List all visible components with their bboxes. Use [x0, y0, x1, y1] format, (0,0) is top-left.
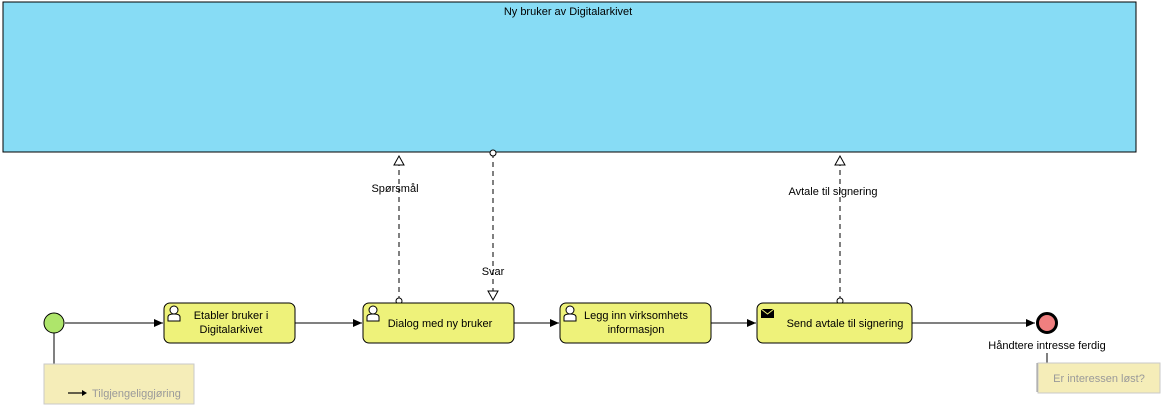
task-dialog-med-ny-bruker[interactable]: Dialog med ny bruker	[362, 302, 515, 344]
annotation-tilgjengeliggjoring[interactable]: Tilgjengeliggjøring	[43, 363, 195, 405]
message-label-avtale: Avtale til signering	[788, 186, 877, 198]
task-etabler-line1: Etabler bruker i	[194, 310, 269, 322]
annotation-er-interessen-lost[interactable]: Er interessen løst?	[1037, 362, 1161, 394]
task-legg-line2: informasjon	[608, 324, 665, 336]
arrow-right-icon	[68, 390, 87, 396]
task-etabler-line2: Digitalarkivet	[200, 324, 263, 336]
user-icon	[563, 305, 577, 322]
envelope-icon	[760, 308, 775, 318]
end-event[interactable]	[1036, 312, 1058, 334]
start-event[interactable]	[43, 312, 65, 334]
task-legg-line1: Legg inn virksomhets	[584, 310, 688, 322]
end-event-label: Håndtere intresse ferdig	[988, 340, 1105, 352]
annotation-start-text: Tilgjengeliggjøring	[92, 388, 181, 400]
task-send-label: Send avtale til signering	[787, 318, 904, 330]
pool-ny-bruker[interactable]: Ny bruker av Digitalarkivet	[2, 1, 1137, 153]
user-icon	[167, 305, 181, 322]
task-dialog-label: Dialog med ny bruker	[388, 318, 493, 330]
message-label-svar: Svar	[482, 266, 505, 278]
message-label-sporsmal: Spørsmål	[371, 183, 418, 195]
task-send-avtale[interactable]: Send avtale til signering	[756, 302, 913, 344]
user-icon	[366, 305, 380, 322]
annotation-end-text: Er interessen løst?	[1053, 373, 1145, 385]
pool-title: Ny bruker av Digitalarkivet	[504, 6, 632, 18]
task-legg-inn-virksomhets[interactable]: Legg inn virksomhets informasjon	[559, 302, 712, 344]
task-etabler-bruker[interactable]: Etabler bruker i Digitalarkivet	[163, 302, 296, 344]
